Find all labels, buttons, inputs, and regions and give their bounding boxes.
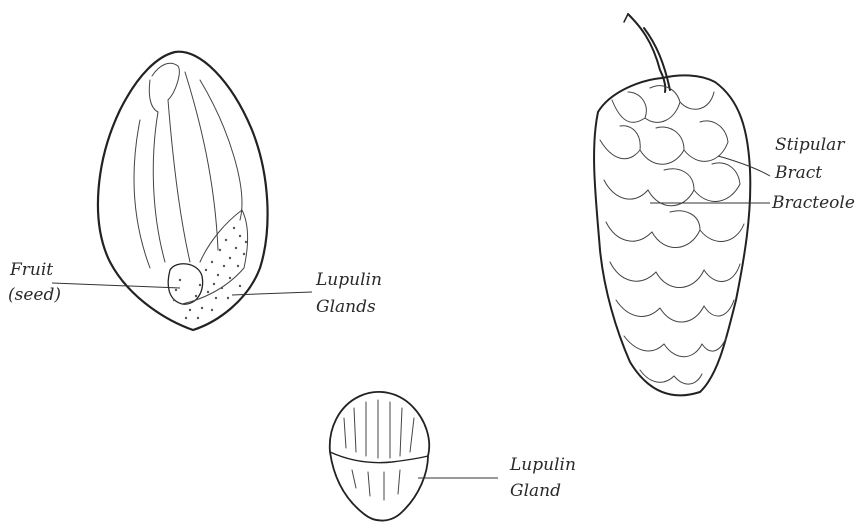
label-seed: (seed) — [8, 285, 61, 305]
label-lupulin-glands-1: Lupulin — [315, 270, 382, 290]
label-bracteole: Bracteole — [771, 193, 855, 213]
bract-illustration — [98, 52, 268, 330]
lupulin-gland-illustration — [330, 392, 429, 521]
label-lupulin-gland-1: Lupulin — [509, 455, 576, 475]
label-lupulin-gland-2: Gland — [510, 481, 561, 501]
label-lupulin-glands-2: Glands — [316, 297, 376, 317]
lupulin-glands-dots — [173, 227, 247, 319]
label-bract: Bract — [774, 163, 822, 183]
label-fruit: Fruit — [9, 260, 53, 280]
label-stipular: Stipular — [775, 135, 845, 155]
hop-cone-illustration — [594, 14, 750, 395]
